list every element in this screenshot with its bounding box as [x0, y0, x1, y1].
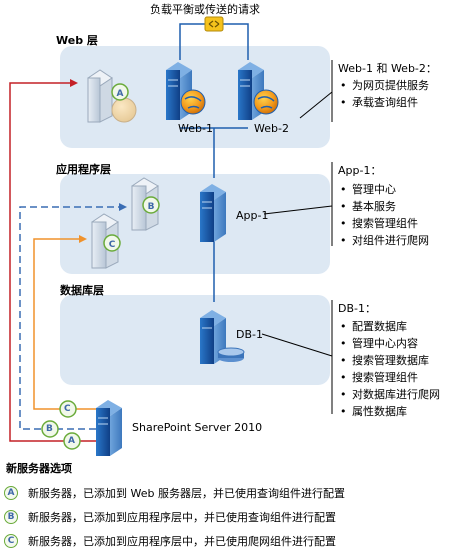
web-1-label: Web-1	[178, 122, 213, 135]
options-title: 新服务器选项	[6, 462, 72, 475]
web-2-server-icon	[238, 62, 279, 120]
app-callout-item: 对组件进行爬网	[338, 232, 429, 249]
sharepoint-server-icon	[96, 400, 122, 456]
svg-text:A: A	[117, 89, 124, 99]
option-a-badge: A	[4, 486, 18, 500]
db-tier-panel	[60, 295, 330, 385]
new-app-server-c-ghost: C	[91, 213, 121, 269]
db-callout-item: 配置数据库	[338, 318, 440, 335]
web-1-server-icon	[166, 62, 206, 120]
option-b-badge: B	[4, 510, 18, 524]
app-callout-item: 管理中心	[338, 181, 429, 198]
svg-text:C: C	[109, 240, 116, 250]
sharepoint-server-label: SharePoint Server 2010	[132, 421, 263, 434]
option-c-text: 新服务器，已添加到应用程序层中，并已使用爬网组件进行配置	[28, 535, 336, 548]
app-1-server-icon	[200, 184, 226, 242]
svg-text:B: B	[148, 202, 155, 212]
web-callout-item: 为网页提供服务	[338, 77, 429, 94]
db-tier-title: 数据库层	[60, 284, 104, 297]
option-c-badge: C	[4, 534, 18, 548]
option-c: C 新服务器，已添加到应用程序层中，并已使用爬网组件进行配置	[4, 532, 336, 550]
option-a: A 新服务器，已添加到 Web 服务器层，并已使用查询组件进行配置	[4, 484, 345, 502]
db-callout-item: 对数据库进行爬网	[338, 386, 440, 403]
load-balancer-icon	[204, 16, 224, 32]
option-b-text: 新服务器，已添加到应用程序层中，并已使用查询组件进行配置	[28, 511, 336, 524]
db-callout-list: 配置数据库 管理中心内容 搜索管理数据库 搜索管理组件 对数据库进行爬网 属性数…	[338, 318, 440, 420]
db-callout-heading: DB-1：	[338, 302, 376, 315]
db-callout-item: 搜索管理组件	[338, 369, 440, 386]
db-callout-item: 属性数据库	[338, 403, 440, 420]
new-app-server-b-ghost: B	[131, 177, 160, 231]
new-web-server-ghost: A	[87, 69, 137, 123]
line-badge-b	[41, 420, 59, 438]
web-callout-heading: Web-1 和 Web-2：	[338, 62, 437, 75]
line-badge-b-letter: B	[46, 424, 53, 434]
line-badge-a	[63, 432, 81, 450]
line-badge-c	[59, 400, 77, 418]
option-b: B 新服务器，已添加到应用程序层中，并已使用查询组件进行配置	[4, 508, 336, 526]
option-a-line	[9, 79, 96, 442]
web-callout-list: 为网页提供服务 承载查询组件	[338, 77, 429, 111]
app-callout-item: 基本服务	[338, 198, 429, 215]
app-tier-title: 应用程序层	[56, 163, 111, 176]
callout-brackets	[261, 60, 333, 414]
app-callout-list: 管理中心 基本服务 搜索管理组件 对组件进行爬网	[338, 181, 429, 249]
db-1-server-icon	[200, 310, 245, 364]
option-a-text: 新服务器，已添加到 Web 服务器层，并已使用查询组件进行配置	[28, 487, 345, 500]
app-callout-item: 搜索管理组件	[338, 215, 429, 232]
web-callout-item: 承载查询组件	[338, 94, 429, 111]
line-badge-c-letter: C	[64, 404, 71, 414]
app-1-label: App-1	[236, 209, 269, 222]
app-callout-heading: App-1：	[338, 164, 382, 177]
db-1-label: DB-1	[236, 328, 263, 341]
web-2-label: Web-2	[254, 122, 289, 135]
line-badge-a-letter: A	[68, 436, 75, 446]
load-balancer-label: 负载平衡或传送的请求	[150, 3, 260, 16]
db-callout-item: 搜索管理数据库	[338, 352, 440, 369]
db-callout-item: 管理中心内容	[338, 335, 440, 352]
app-tier-panel	[60, 174, 330, 274]
web-tier-title: Web 层	[56, 34, 98, 47]
